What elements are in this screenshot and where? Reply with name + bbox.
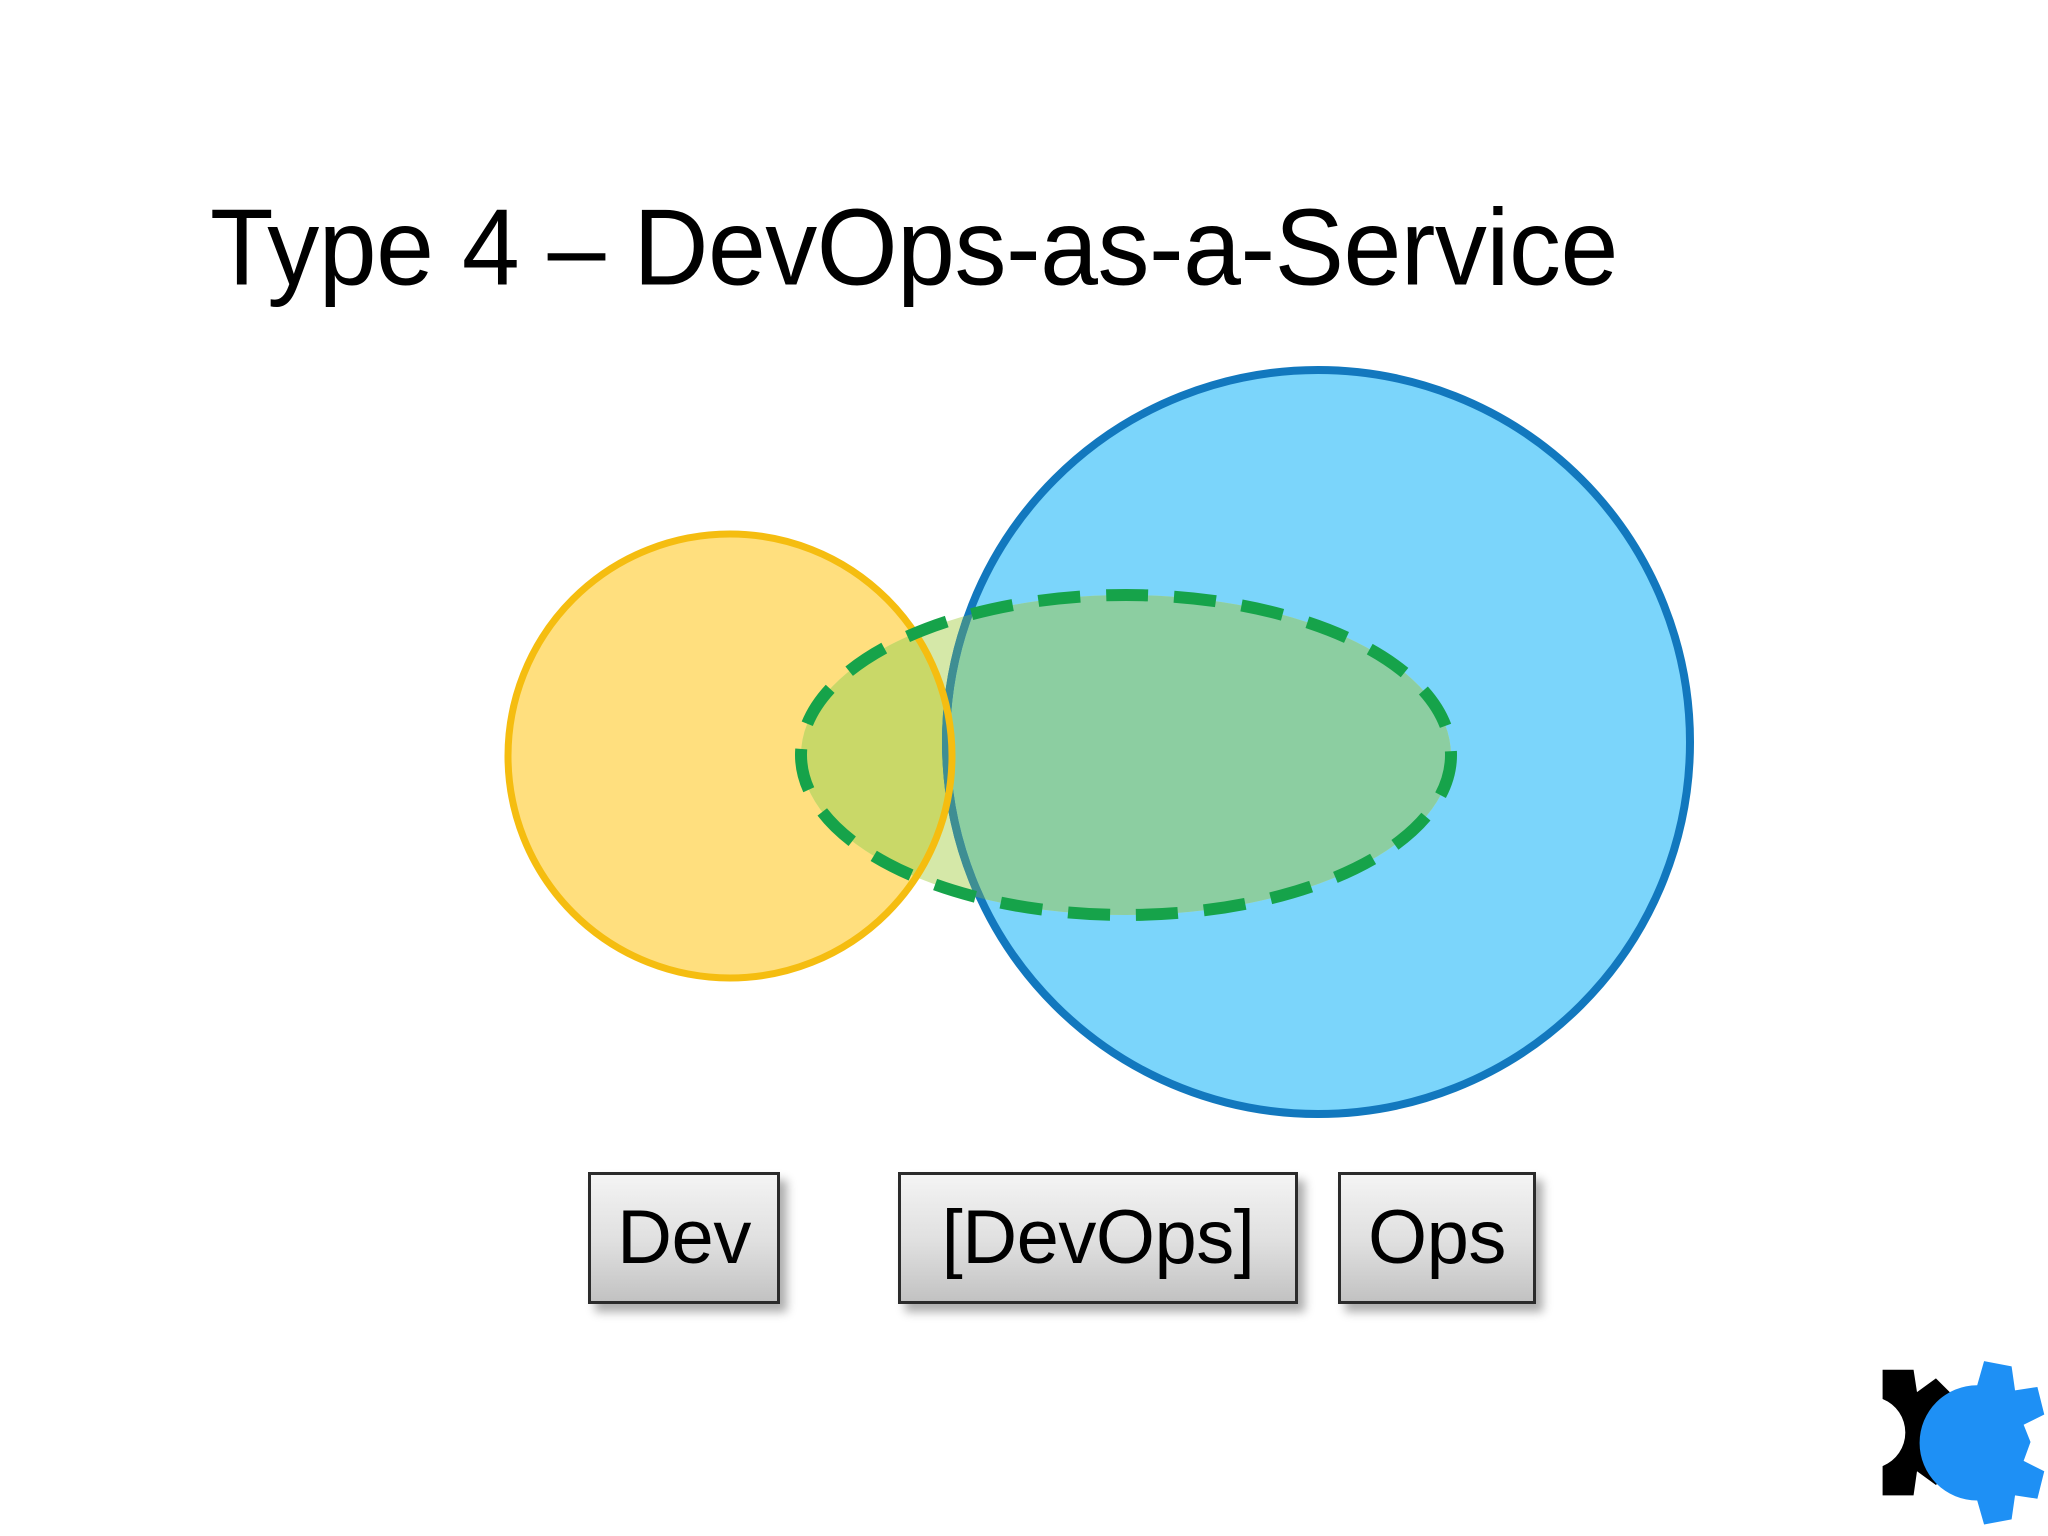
dev-circle-fill (508, 534, 952, 978)
devops-ops-overlap (946, 595, 1451, 915)
legend-row: Dev [DevOps] Ops (0, 1172, 2048, 1322)
page-title: Type 4 – DevOps-as-a-Service (210, 187, 1618, 309)
legend-button-dev[interactable]: Dev (588, 1172, 780, 1304)
devops-ellipse-outline (795, 589, 1457, 921)
gears-logo-svg (1882, 1361, 2045, 1525)
gears-logo (1872, 1356, 2048, 1528)
dev-circle-outline (504, 530, 956, 982)
gear-right-icon (1919, 1361, 2045, 1525)
ops-outline-through-ellipse (942, 595, 1451, 915)
legend-button-ops[interactable]: Ops (1338, 1172, 1536, 1304)
legend-button-devops[interactable]: [DevOps] (898, 1172, 1298, 1304)
